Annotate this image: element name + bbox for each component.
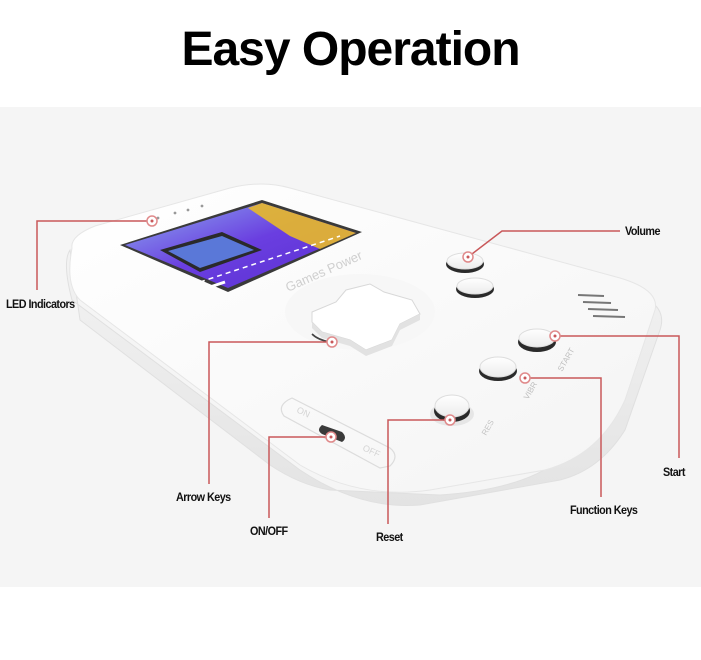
screen: [120, 200, 362, 292]
callout-led-indicators: LED Indicators: [6, 297, 75, 311]
callout-function-keys: Function Keys: [570, 503, 638, 517]
callout-volume: Volume: [625, 224, 661, 238]
callout-on-off: ON/OFF: [250, 524, 288, 538]
callout-start: Start: [663, 465, 685, 479]
callout-marker-dots: [150, 219, 557, 439]
callout-arrow-keys: Arrow Keys: [176, 490, 231, 504]
leader-lines: [36, 220, 680, 524]
callout-reset: Reset: [376, 530, 403, 544]
speaker-grille: [577, 294, 626, 318]
dpad[interactable]: [285, 274, 435, 356]
function-button[interactable]: [479, 356, 517, 381]
start-button[interactable]: [518, 328, 556, 352]
led-indicators: [156, 204, 204, 220]
page-title: Easy Operation: [181, 23, 520, 76]
